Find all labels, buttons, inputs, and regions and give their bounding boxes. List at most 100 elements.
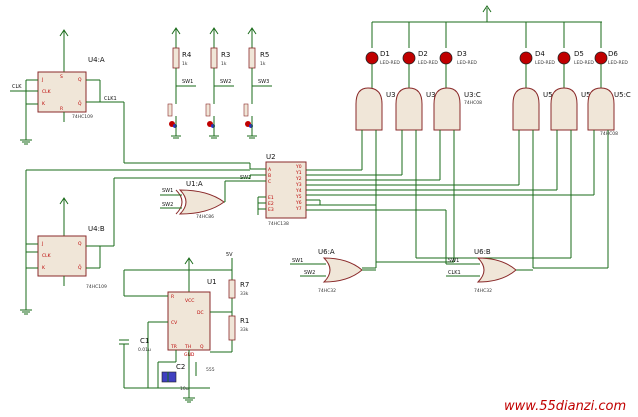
u1-pin-dc: DC — [197, 310, 204, 316]
u1-pin-r: R — [171, 294, 174, 300]
d2-ref: D2 — [418, 50, 428, 58]
switch-r5: R5 1k SW3 — [243, 27, 272, 139]
u3c-part: 74HC08 — [464, 100, 482, 106]
d3-part: LED-RED — [457, 60, 477, 66]
r1-ref: R1 — [240, 317, 249, 325]
r7-value: 33k — [240, 291, 249, 297]
r4-value: 1k — [182, 61, 188, 67]
u1-ref: U1 — [207, 278, 217, 286]
u4b-pin-q: Q — [78, 241, 82, 247]
d1-part: LED-RED — [380, 60, 400, 66]
and-gate-u3c: U3:C 74HC08 — [433, 87, 482, 180]
decoder-u2: U2 74HC138 A B C E1 E2 E3 Y0 Y1 Y2 Y3 Y4… — [225, 153, 594, 227]
u2-pin-y3: Y3 — [295, 182, 302, 188]
u4b-part: 74HC109 — [86, 284, 107, 290]
u4a-pin-r: R — [60, 106, 63, 112]
u2-pin-y6: Y6 — [295, 200, 302, 206]
u3c-ref: U3:C — [464, 91, 481, 99]
r5-sw3-label: SW3 — [258, 79, 269, 85]
u2-pin-y7: Y7 — [295, 206, 302, 212]
r1-value: 33k — [240, 327, 249, 333]
u2-pin-e3: E3 — [268, 207, 274, 213]
xor-gate-u1a: U1:A 74HC86 SW1 SW2 — [160, 180, 226, 220]
u4b-pin-clk: CLK — [42, 253, 52, 259]
u6b-sw1-label: SW1 — [448, 258, 459, 264]
u4a-pin-q: Q — [78, 77, 82, 83]
u4b-pin-qbar: Q̄ — [78, 264, 82, 271]
u6a-sw1-label: SW1 — [292, 258, 303, 264]
watermark: www.55dianzi.com — [504, 399, 626, 414]
u2-pin-y1: Y1 — [295, 170, 302, 176]
u2-pin-y0: Y0 — [295, 164, 302, 170]
u2-ref: U2 — [266, 153, 276, 161]
d5-ref: D5 — [574, 50, 584, 58]
and-gate-u3b: U3 — [395, 87, 436, 175]
u6a-sw2-label: SW2 — [304, 270, 315, 276]
and-gate-u5a: U5 — [512, 87, 553, 185]
flipflop-u4b: U4:B 74HC109 J CLK K Q Q̄ — [20, 197, 107, 315]
u4a-pin-s: S — [60, 74, 63, 80]
u4a-pin-k: K — [42, 101, 46, 107]
r3-value: 1k — [221, 61, 227, 67]
d4-ref: D4 — [535, 50, 545, 58]
u2-pin-y2: Y2 — [295, 176, 302, 182]
or-gate-u6b: U6:B 74HC32 SW1 CLK1 — [446, 248, 533, 294]
u1-pin-q: Q — [200, 344, 204, 350]
u1-vcc-label: 5V — [226, 252, 233, 258]
and-gate-u5c: U5:C 74HC08 — [587, 87, 631, 195]
u5c-ref: U5:C — [614, 91, 631, 99]
u1-pin-tr: TR — [170, 344, 177, 350]
u2-pin-e2: E2 — [268, 201, 274, 207]
u3b-ref: U3 — [426, 91, 436, 99]
r7-ref: R7 — [240, 281, 249, 289]
d4-part: LED-RED — [535, 60, 555, 66]
c1-ref: C1 — [140, 337, 149, 345]
flipflop-to-decoder-wires — [25, 101, 251, 253]
d6-ref: D6 — [608, 50, 618, 58]
u4a-ref: U4:A — [88, 56, 105, 64]
r4-ref: R4 — [182, 51, 192, 59]
u3-ref: U3 — [386, 91, 396, 99]
led-d6: D6 LED-RED — [594, 50, 628, 96]
capacitor-c2: C2 10u — [161, 363, 189, 392]
u5b-ref: U5 — [581, 91, 591, 99]
c1-value: 0.01u — [138, 347, 151, 353]
u1a-sw1-label: SW1 — [162, 188, 173, 194]
capacitor-c1: C1 0.01u — [119, 337, 151, 353]
u1a-part: 74HC86 — [196, 214, 214, 220]
u6b-clk1-label: CLK1 — [448, 270, 461, 276]
u4a-pin-clk: CLK — [42, 89, 52, 95]
u6b-ref: U6:B — [474, 248, 491, 256]
u2-pin-c: C — [268, 179, 271, 185]
and-inputs-bus — [362, 140, 609, 269]
u1-part: 555 — [206, 367, 215, 373]
resistor-r1: R1 33k — [228, 315, 249, 341]
u1-pin-cv: CV — [171, 320, 178, 326]
u2-pin-e1: E1 — [268, 195, 274, 201]
u2-part: 74HC138 — [268, 221, 289, 227]
r3-ref: R3 — [221, 51, 230, 59]
u1a-ref: U1:A — [186, 180, 203, 188]
r5-ref: R5 — [260, 51, 269, 59]
c2-value: 10u — [180, 386, 189, 392]
switch-r3: R3 1k SW2 — [205, 27, 234, 139]
or-gate-u6a: U6:A 74HC32 SW1 SW2 — [290, 248, 376, 294]
r5-value: 1k — [260, 61, 266, 67]
decoder-or-links — [306, 200, 447, 264]
r3-sw2-label: SW2 — [220, 79, 231, 85]
d6-part: LED-RED — [608, 60, 628, 66]
u5-ref: U5 — [543, 91, 553, 99]
d1-ref: D1 — [380, 50, 390, 58]
u1-pin-vcc: VCC — [185, 298, 194, 304]
r4-sw1-label: SW1 — [182, 79, 193, 85]
c2-ref: C2 — [176, 363, 185, 371]
u4a-pin-qbar: Q̄ — [78, 100, 82, 107]
flipflop-u4a: U4:A 74HC109 J CLK K Q Q̄ S R CLK CLK1 — [10, 29, 117, 145]
u4b-pin-k: K — [42, 265, 46, 271]
u2-pin-y5: Y5 — [295, 194, 302, 200]
u4a-pin-j: J — [41, 77, 43, 83]
resistor-r7: R7 33k — [228, 279, 249, 299]
d2-part: LED-RED — [418, 60, 438, 66]
led-d4: D4 LED-RED — [519, 50, 555, 96]
